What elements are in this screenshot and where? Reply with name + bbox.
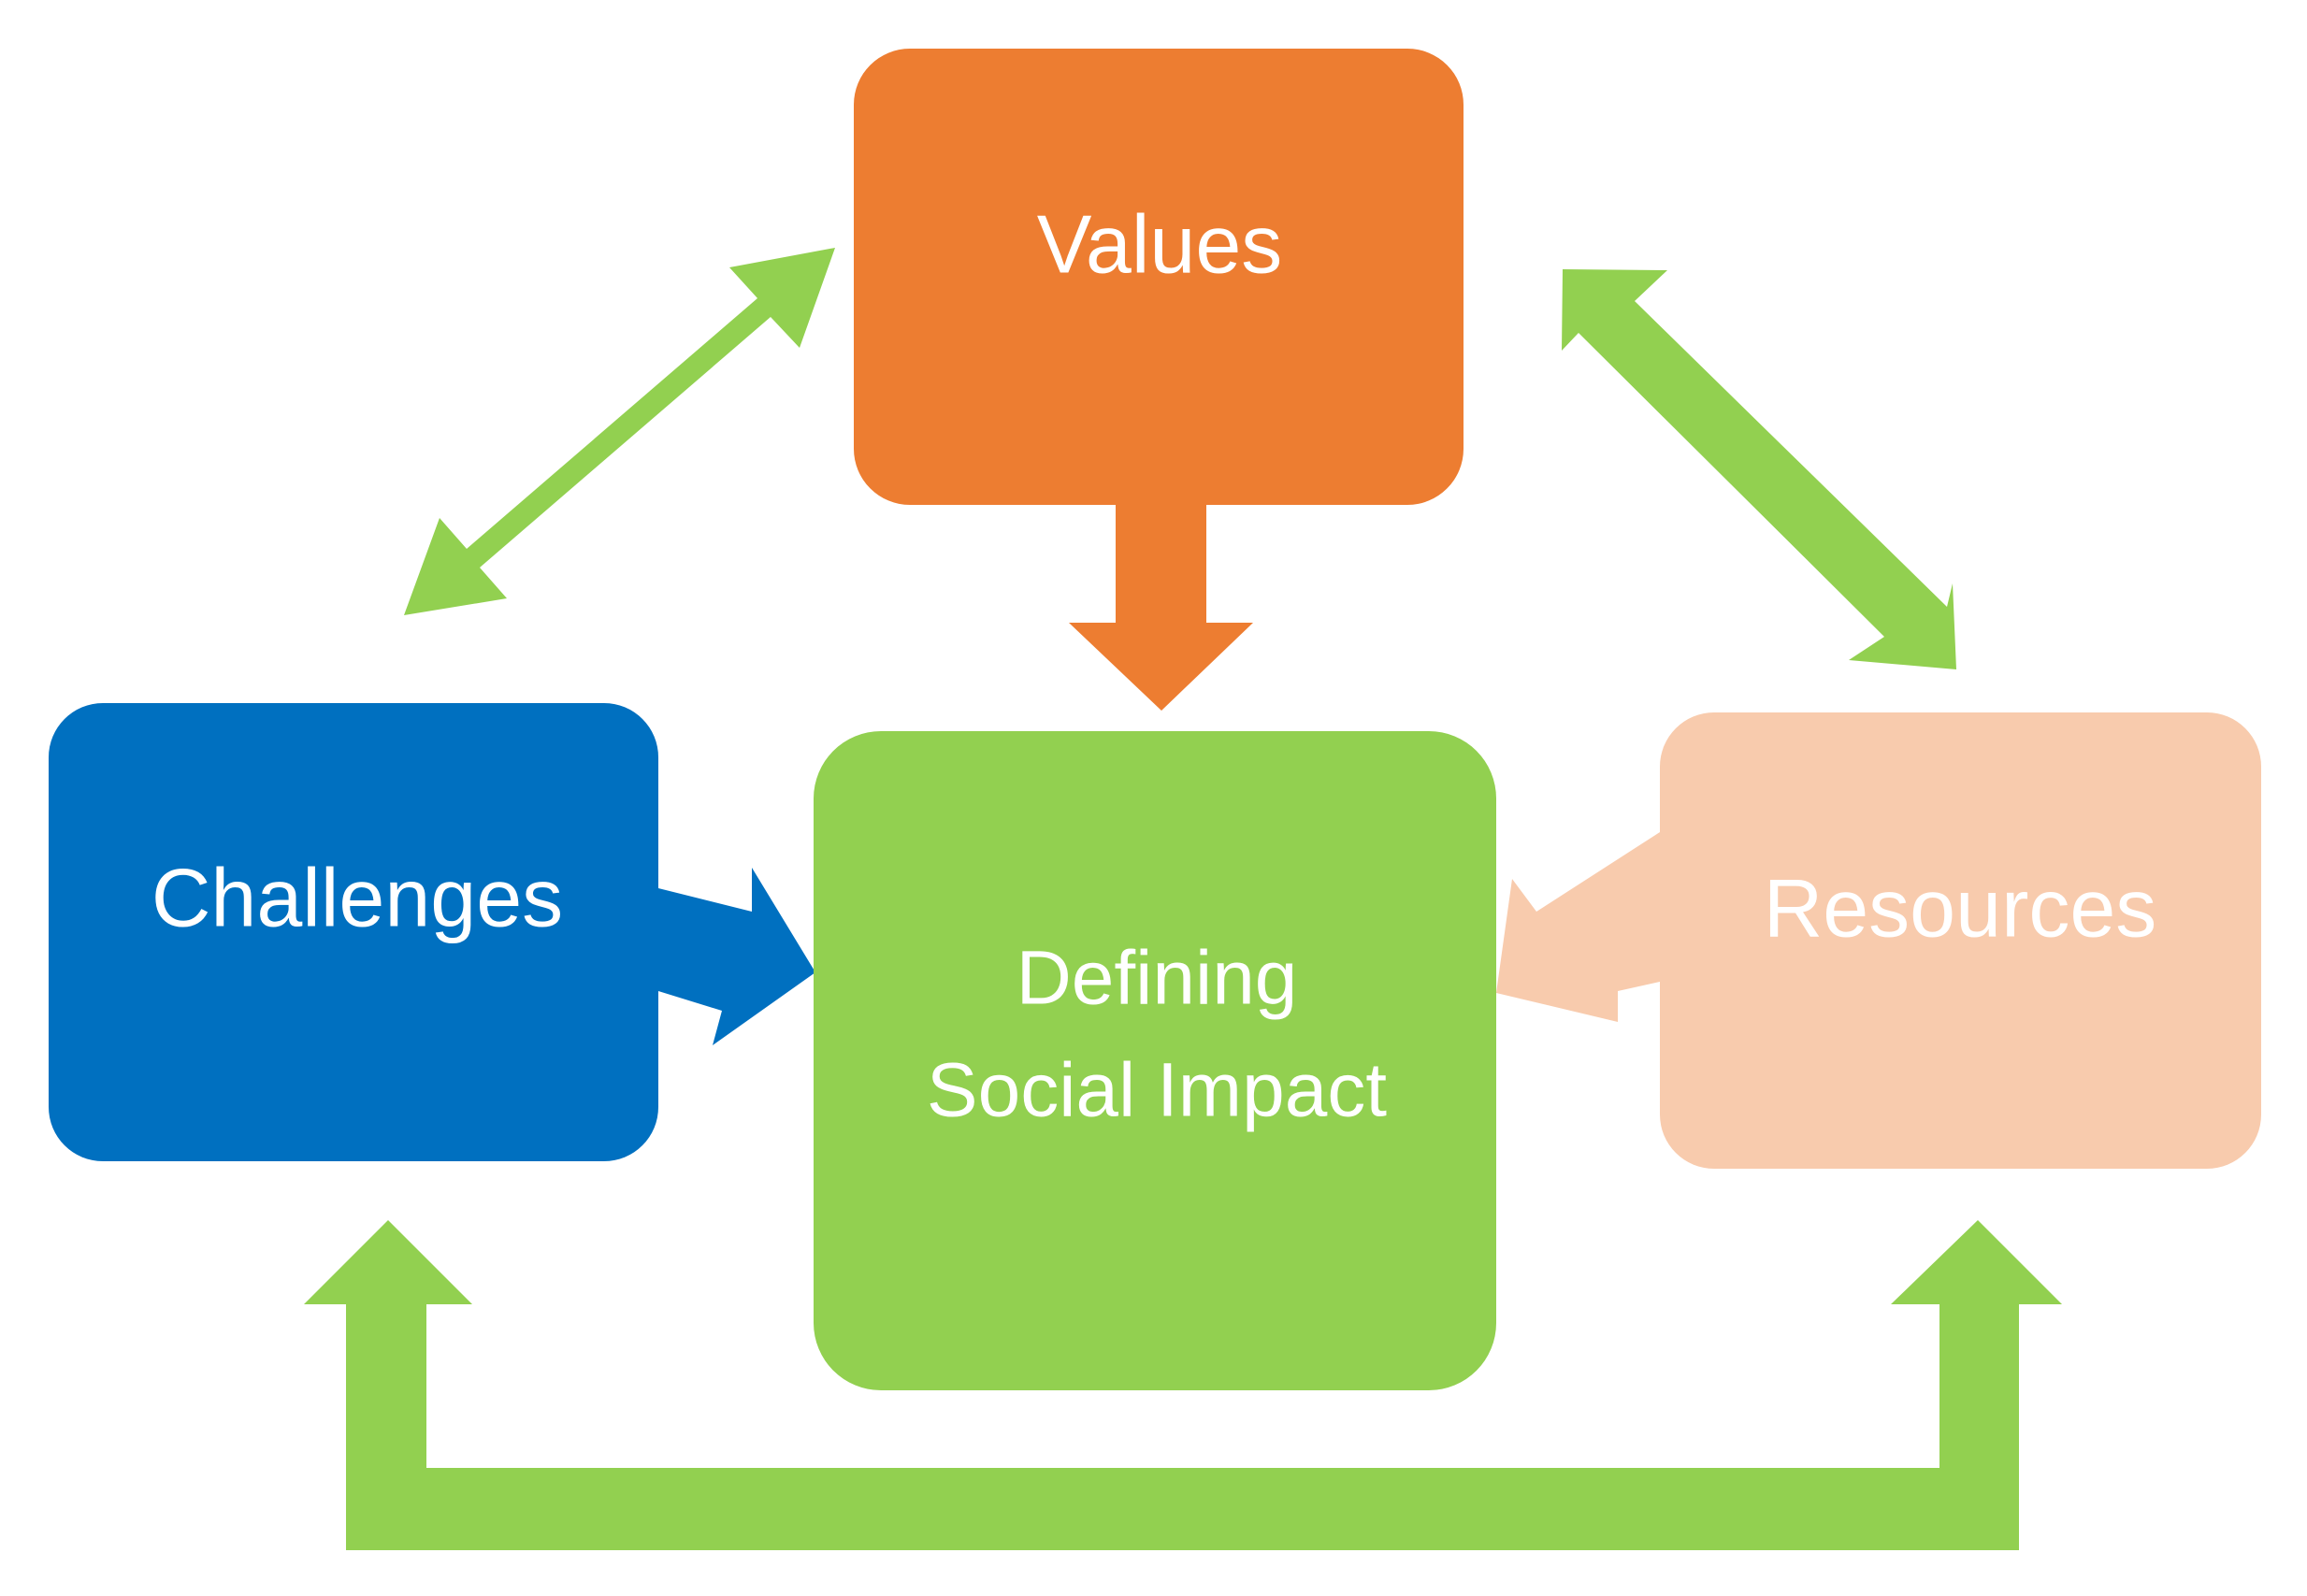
arrow-challenges-center [658, 868, 815, 1045]
arrow-values-resources [1562, 269, 1956, 669]
center-box [814, 731, 1496, 1390]
arrow-values-center [1069, 505, 1253, 711]
challenges-label: Challenges [151, 851, 563, 943]
arrow-values-challenges [404, 248, 835, 615]
arrow-challenges-resources [304, 1220, 2062, 1550]
values-label: Values [1037, 197, 1283, 290]
arrow-resources-center [1496, 832, 1660, 1022]
values-box [854, 49, 1464, 505]
center-label-line2: Social Impact [927, 1048, 1387, 1133]
center-label-line1: Defining [1017, 936, 1298, 1021]
resources-label: Resources [1764, 861, 2157, 954]
resources-box [1660, 712, 2261, 1169]
challenges-box [49, 703, 658, 1161]
